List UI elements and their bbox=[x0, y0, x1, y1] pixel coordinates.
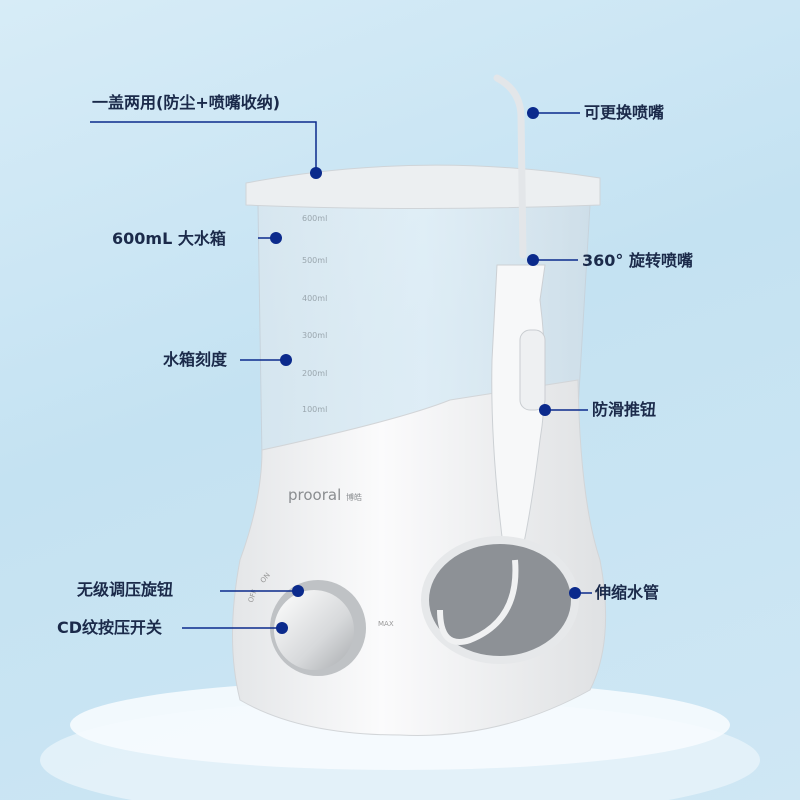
scale-mark: 400ml bbox=[302, 294, 328, 303]
callout-dot bbox=[569, 587, 581, 599]
scale-mark: 100ml bbox=[302, 405, 328, 414]
brand-logo: prooral 博皓 bbox=[288, 486, 363, 504]
callout-tank: 600mL 大水箱 bbox=[112, 229, 226, 248]
scale-mark: 300ml bbox=[302, 331, 328, 340]
callout-switch: CD纹按压开关 bbox=[57, 618, 163, 637]
scale-mark: 200ml bbox=[302, 369, 328, 378]
callout-hose: 伸缩水管 bbox=[595, 583, 660, 602]
scale-mark: 600ml bbox=[302, 214, 328, 223]
callout-scale: 水箱刻度 bbox=[163, 350, 228, 369]
callout-dot bbox=[292, 585, 304, 597]
callout-dot bbox=[527, 107, 539, 119]
callout-slider: 防滑推钮 bbox=[592, 400, 657, 419]
callout-dot bbox=[280, 354, 292, 366]
callout-rotate: 360° 旋转喷嘴 bbox=[582, 251, 693, 270]
dial-max: MAX bbox=[378, 620, 394, 628]
callout-lid: 一盖两用(防尘+喷嘴收纳) bbox=[92, 93, 281, 112]
callout-dot bbox=[270, 232, 282, 244]
callout-nozzle: 可更换喷嘴 bbox=[584, 103, 665, 122]
callout-knob: 无级调压旋钮 bbox=[77, 580, 174, 599]
nozzle bbox=[493, 74, 527, 259]
callout-dot bbox=[539, 404, 551, 416]
callout-dot bbox=[527, 254, 539, 266]
hose-pocket bbox=[421, 536, 579, 664]
lid bbox=[245, 164, 601, 209]
callout-dot bbox=[276, 622, 288, 634]
cd-switch bbox=[274, 590, 354, 670]
callout-dot bbox=[310, 167, 322, 179]
scale-mark: 500ml bbox=[302, 256, 328, 265]
